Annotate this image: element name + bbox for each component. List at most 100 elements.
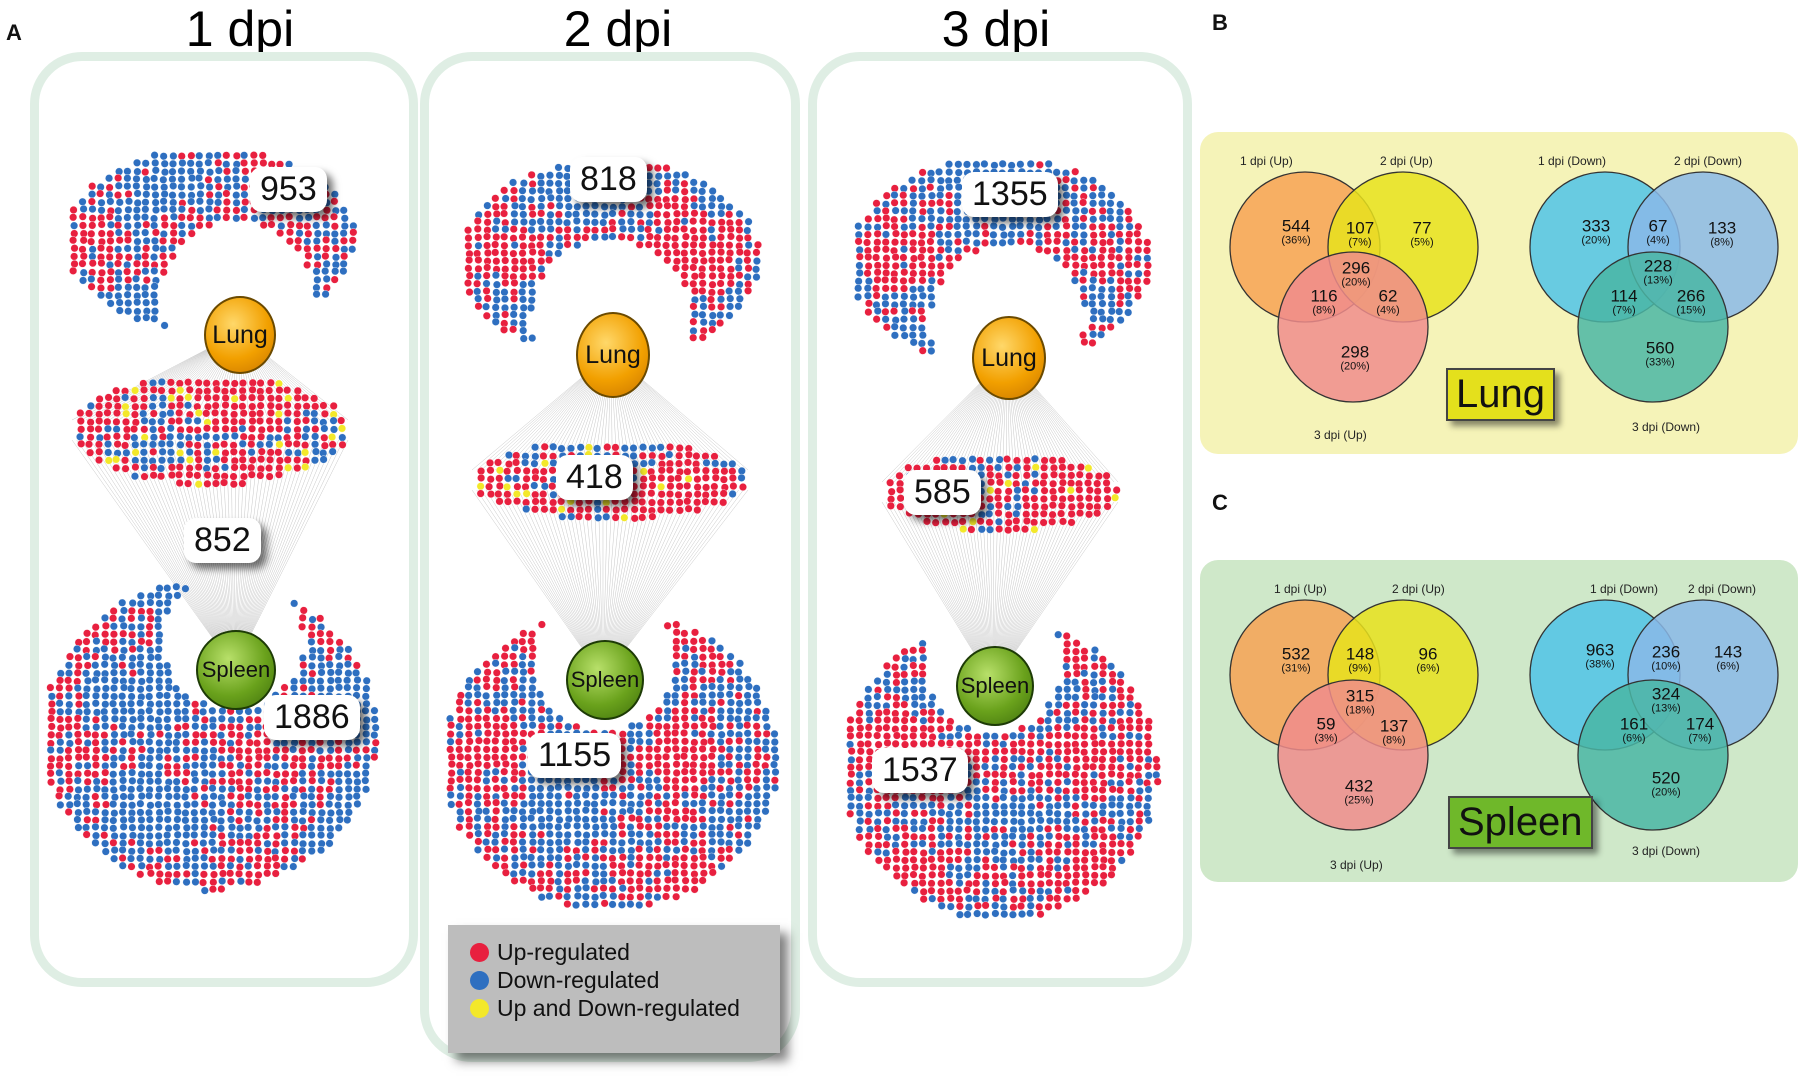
region-percent: (20%)	[1581, 234, 1611, 247]
venn-lung-down-only3: 560(33%)	[1645, 339, 1674, 368]
venn-lung-up-only2: 77(5%)	[1410, 219, 1433, 248]
region-percent: (7%)	[1612, 304, 1636, 317]
region-percent: (4%)	[1376, 304, 1400, 317]
region-percent: (7%)	[1348, 236, 1372, 249]
region-count: 228	[1643, 256, 1673, 276]
panel-letter-b: B	[1212, 10, 1228, 35]
venn-lung-tag: Lung	[1446, 368, 1555, 421]
region-count: 107	[1345, 218, 1375, 238]
region-percent: (6%)	[1416, 662, 1440, 675]
region-percent: (9%)	[1348, 662, 1372, 675]
region-percent: (18%)	[1345, 704, 1375, 717]
venn-lung-down-123: 228(13%)	[1643, 257, 1672, 286]
legend: Up-regulated Down-regulated Up and Down-…	[448, 925, 780, 1053]
legend-item-down: Down-regulated	[470, 967, 659, 994]
venn-spleen-tag: Spleen	[1448, 796, 1593, 849]
venn-spleen-up-only2: 96(6%)	[1416, 645, 1439, 674]
region-count: 315	[1345, 686, 1375, 706]
legend-item-both: Up and Down-regulated	[470, 995, 740, 1022]
venn-lung-up-123: 296(20%)	[1341, 259, 1370, 288]
venn-spleen-down-only3: 520(20%)	[1651, 769, 1680, 798]
lung-node-3dpi: Lung	[972, 316, 1046, 400]
count-spleen-2dpi: 1155	[528, 733, 622, 779]
region-percent: (10%)	[1651, 660, 1681, 673]
venn-lung-up-13: 116(8%)	[1310, 287, 1337, 316]
venn-spleen-down-12: 236(10%)	[1651, 643, 1680, 672]
region-count: 963	[1585, 640, 1615, 660]
venn-spleen-up-23: 137(8%)	[1380, 717, 1408, 746]
venn-lung-down-only1: 333(20%)	[1581, 217, 1610, 246]
venn-lung-up-label-1: 1 dpi (Up)	[1240, 154, 1293, 168]
region-percent: (8%)	[1382, 734, 1406, 747]
venn-spleen-down-label-3: 3 dpi (Down)	[1632, 844, 1701, 858]
column-title-3dpi: 3 dpi	[941, 1, 1051, 57]
venn-lung-down-label-2: 2 dpi (Down)	[1674, 154, 1743, 168]
region-percent: (8%)	[1710, 236, 1734, 249]
region-percent: (38%)	[1585, 658, 1615, 671]
lung-node-1dpi: Lung	[204, 296, 276, 374]
region-count: 116	[1310, 286, 1338, 306]
region-count: 266	[1676, 286, 1706, 306]
region-percent: (20%)	[1340, 360, 1370, 373]
count-shared-1dpi: 852	[184, 518, 261, 564]
region-percent: (5%)	[1410, 236, 1434, 249]
region-percent: (20%)	[1651, 786, 1681, 799]
venn-lung-svg	[1229, 171, 1779, 403]
spleen-node-label: Spleen	[570, 667, 640, 692]
venn-lung-up-only1: 544(36%)	[1281, 217, 1310, 246]
panel-letter-c: C	[1212, 490, 1228, 515]
region-count: 532	[1281, 644, 1311, 664]
spleen-node-label: Spleen	[960, 673, 1030, 698]
venn-panel-lung: 1 dpi (Up) 2 dpi (Up) 3 dpi (Up) 1 dpi (…	[1200, 132, 1798, 454]
spleen-node-3dpi: Spleen	[956, 646, 1034, 726]
region-count: 62	[1378, 286, 1398, 306]
region-count: 77	[1412, 218, 1432, 238]
venn-lung-down-label-3: 3 dpi (Down)	[1632, 420, 1701, 434]
region-percent: (20%)	[1341, 276, 1371, 289]
region-count: 298	[1340, 342, 1370, 362]
venn-lung-down-label-1: 1 dpi (Down)	[1538, 154, 1607, 168]
region-percent: (13%)	[1643, 274, 1673, 287]
count-lung-1dpi: 953	[250, 167, 327, 213]
lung-node-label: Lung	[981, 343, 1037, 372]
region-percent: (3%)	[1314, 732, 1338, 745]
region-count: 161	[1619, 714, 1649, 734]
venn-spleen-down-23: 174(7%)	[1686, 715, 1714, 744]
legend-label-down: Down-regulated	[497, 967, 660, 993]
lung-node-label: Lung	[212, 320, 268, 349]
region-count: 96	[1418, 644, 1438, 664]
region-count: 432	[1344, 776, 1374, 796]
region-percent: (6%)	[1622, 732, 1646, 745]
venn-lung-up-only3: 298(20%)	[1340, 343, 1369, 372]
spleen-node-1dpi: Spleen	[196, 630, 276, 710]
venn-spleen-down-13: 161(6%)	[1620, 715, 1648, 744]
legend-swatch-down	[470, 971, 489, 990]
venn-spleen-up-123: 315(18%)	[1345, 687, 1374, 716]
venn-lung-up-12: 107(7%)	[1346, 219, 1374, 248]
region-count: 333	[1581, 216, 1611, 236]
count-lung-2dpi: 818	[570, 157, 647, 203]
venn-spleen-up-only1: 532(31%)	[1281, 645, 1310, 674]
lung-node-label: Lung	[585, 340, 641, 369]
region-percent: (4%)	[1646, 234, 1670, 247]
panel-letter-a: A	[6, 20, 22, 45]
region-count: 137	[1379, 716, 1409, 736]
region-count: 67	[1648, 216, 1668, 236]
venn-spleen-up-label-3: 3 dpi (Up)	[1330, 858, 1383, 872]
region-percent: (13%)	[1651, 702, 1681, 715]
region-percent: (31%)	[1281, 662, 1311, 675]
venn-spleen-down-label-2: 2 dpi (Down)	[1688, 582, 1757, 596]
count-shared-2dpi: 418	[556, 455, 633, 501]
venn-lung-up-23: 62(4%)	[1376, 287, 1399, 316]
region-count: 174	[1685, 714, 1715, 734]
count-lung-3dpi: 1355	[962, 172, 1058, 218]
region-count: 133	[1707, 218, 1737, 238]
count-spleen-3dpi: 1537	[872, 748, 968, 794]
venn-spleen-up-12: 148(9%)	[1346, 645, 1374, 674]
region-count: 59	[1316, 714, 1336, 734]
venn-lung-down-13: 114(7%)	[1610, 287, 1637, 316]
legend-swatch-both	[470, 999, 489, 1018]
venn-spleen-down-123: 324(13%)	[1651, 685, 1680, 714]
region-count: 143	[1713, 642, 1743, 662]
region-count: 520	[1651, 768, 1681, 788]
